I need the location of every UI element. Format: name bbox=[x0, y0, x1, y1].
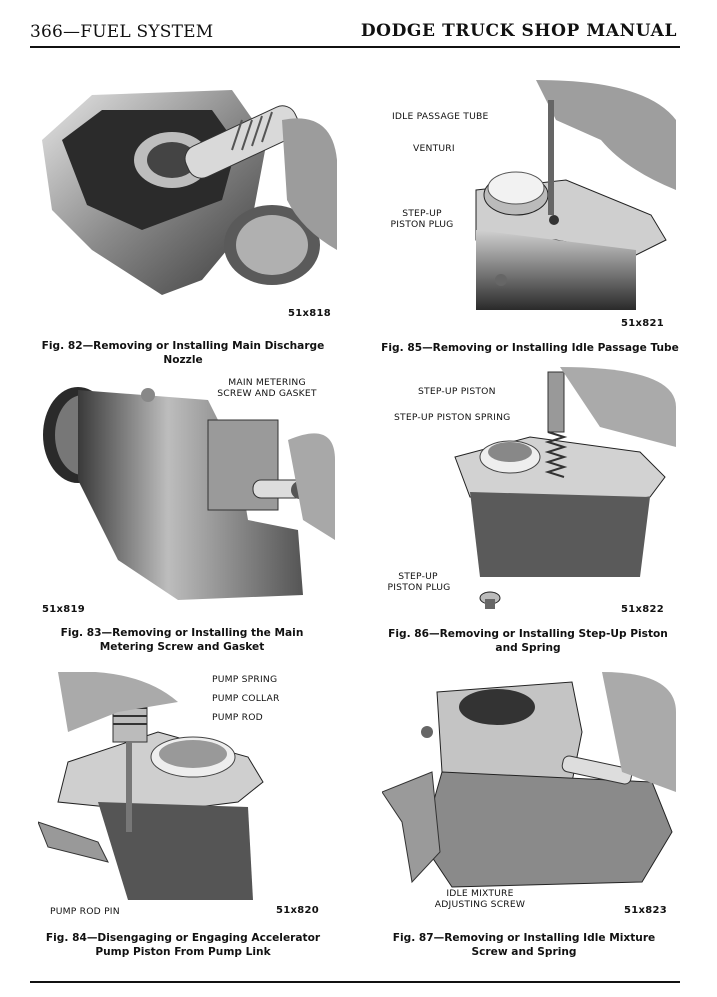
fig87-label-adjusting-screw: ADJUSTING SCREW bbox=[434, 899, 526, 910]
fig82-caption: Fig. 82—Removing or Installing Main Disc… bbox=[41, 340, 325, 366]
fig82-photo bbox=[32, 80, 337, 300]
fig85-label-idle-passage-tube: IDLE PASSAGE TUBE bbox=[392, 111, 489, 122]
fig84-label-pump-rod: PUMP ROD bbox=[212, 712, 263, 723]
fig86-plug-photo bbox=[478, 589, 502, 611]
fig84-code: 51x820 bbox=[276, 905, 320, 916]
fig85-label-venturi: VENTURI bbox=[413, 143, 455, 154]
step-up-piston-illustration bbox=[454, 367, 676, 577]
fig86-caption: Fig. 86—Removing or Installing Step-Up P… bbox=[388, 628, 668, 654]
fig85-code: 51x821 bbox=[621, 318, 665, 329]
fig86-label-step-up: STEP-UP bbox=[398, 571, 438, 582]
fig84-photo bbox=[38, 672, 273, 900]
fig85-photo bbox=[436, 80, 676, 310]
fig87-code: 51x823 bbox=[624, 905, 668, 916]
fig87-caption: Fig. 87—Removing or Installing Idle Mixt… bbox=[392, 932, 656, 958]
fig83-photo bbox=[38, 380, 335, 602]
fig85-label-step-up: STEP-UP bbox=[402, 208, 442, 219]
page-header-section: 366—FUEL SYSTEM bbox=[30, 22, 214, 42]
fig83-label-screw-and-gasket: SCREW AND GASKET bbox=[217, 388, 317, 399]
fig86-label-piston-plug: PISTON PLUG bbox=[387, 582, 451, 593]
header-rule bbox=[30, 46, 680, 48]
fig86-label-step-up-piston-spring: STEP-UP PISTON SPRING bbox=[394, 412, 511, 423]
fig83-caption: Fig. 83—Removing or Installing the Main … bbox=[60, 627, 304, 653]
carburetor-top-illustration bbox=[475, 80, 676, 310]
fig87-label-idle-mixture: IDLE MIXTURE bbox=[446, 888, 514, 899]
fig83-code: 51x819 bbox=[42, 604, 86, 615]
fig85-label-piston-plug: PISTON PLUG bbox=[390, 219, 454, 230]
fig86-code: 51x822 bbox=[621, 604, 665, 615]
fig83-label-main-metering: MAIN METERING bbox=[228, 377, 306, 388]
carburetor-body-illustration bbox=[42, 90, 337, 295]
accelerator-pump-illustration bbox=[38, 672, 264, 900]
carburetor-side-illustration bbox=[43, 387, 335, 600]
manual-title: DODGE TRUCK SHOP MANUAL bbox=[360, 21, 677, 41]
fig87-photo bbox=[382, 672, 676, 894]
fig84-caption: Fig. 84—Disengaging or Engaging Accelera… bbox=[45, 932, 321, 958]
fig86-photo bbox=[450, 367, 676, 577]
fig84-label-pump-rod-pin: PUMP ROD PIN bbox=[50, 906, 120, 917]
idle-mixture-screw-illustration bbox=[382, 672, 676, 888]
fig84-label-pump-spring: PUMP SPRING bbox=[212, 674, 278, 685]
fig85-caption: Fig. 85—Removing or Installing Idle Pass… bbox=[381, 342, 679, 354]
fig84-label-pump-collar: PUMP COLLAR bbox=[212, 693, 280, 704]
footer-rule bbox=[30, 981, 680, 983]
fig82-code: 51x818 bbox=[288, 308, 332, 319]
piston-plug-illustration bbox=[479, 591, 501, 609]
fig86-label-step-up-piston: STEP-UP PISTON bbox=[418, 386, 496, 397]
